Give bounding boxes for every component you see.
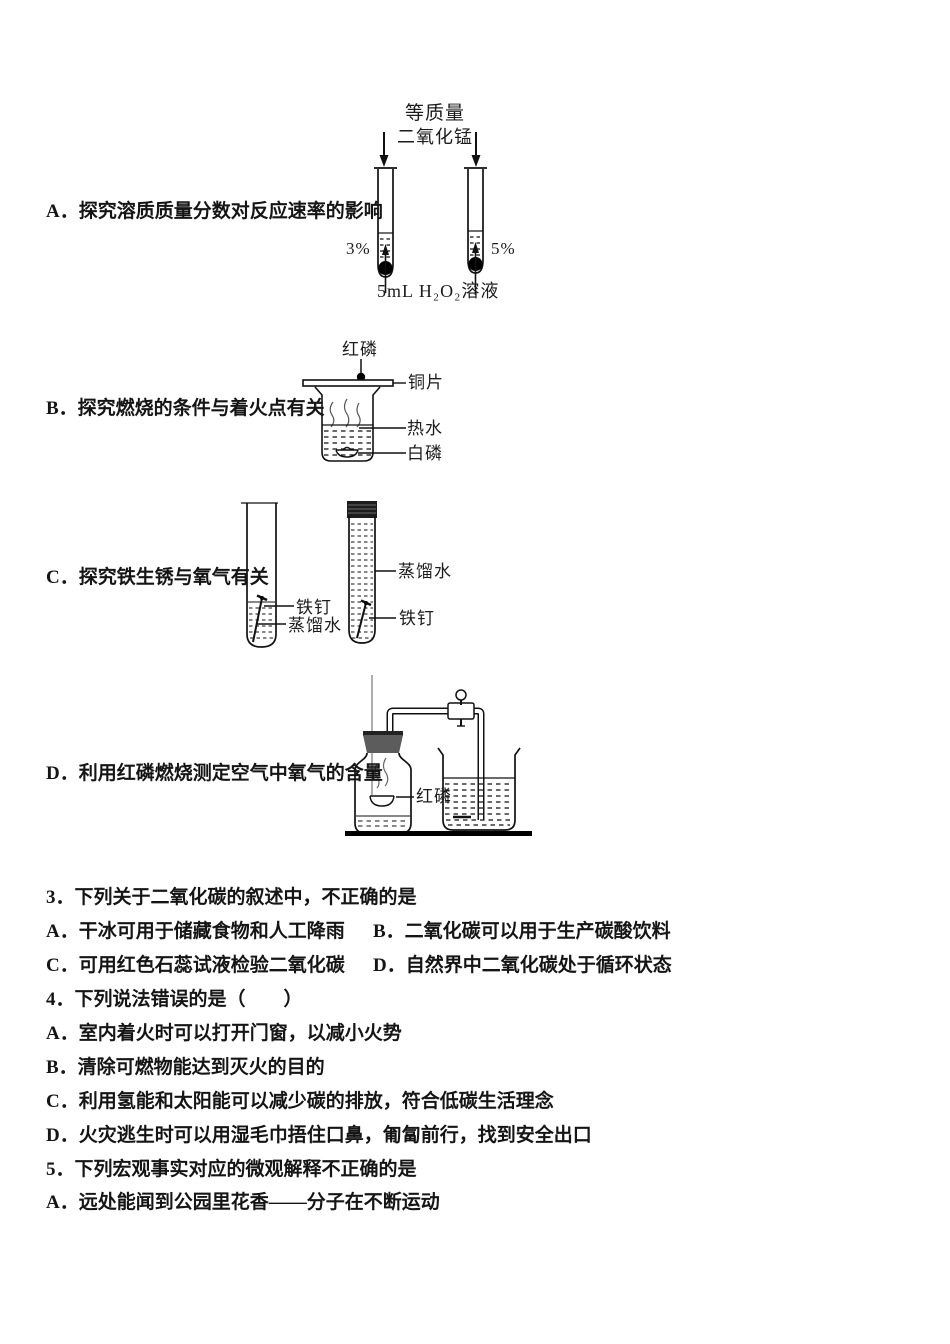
steam-wisps	[329, 398, 361, 428]
stop-valve-body	[447, 702, 475, 720]
open-test-tube	[241, 502, 278, 648]
bottle-stopper-top	[363, 731, 403, 736]
label-hot-water: 热水	[407, 419, 443, 438]
label-red-phosphorus-d: 红磷	[416, 787, 452, 806]
sealed-test-tube	[348, 516, 376, 644]
label-nail-left: 铁钉	[296, 598, 332, 617]
q3-option-c: C．可用红色石蕊试液检验二氧化碳	[46, 955, 345, 976]
q3-option-b: B．二氧化碳可以用于生产碳酸饮料	[373, 921, 671, 942]
pointer-head-left	[382, 244, 389, 255]
label-nail-right: 铁钉	[399, 609, 435, 628]
hot-water	[322, 424, 373, 456]
label-mno2: 二氧化锰	[397, 127, 473, 147]
experiment-b-diagram	[302, 359, 406, 462]
q2-option-c: C．探究铁生锈与氧气有关	[46, 567, 269, 588]
connecting-tube-inner	[388, 709, 483, 820]
beaker-water	[443, 777, 515, 826]
q4-option-a: A．室内着火时可以打开门窗，以减小火势	[46, 1023, 402, 1044]
beaker-d	[437, 747, 521, 831]
q3-option-d: D．自然界中二氧化碳处于循环状态	[373, 955, 672, 976]
arrow-head-right	[471, 155, 481, 167]
label-water-right: 蒸馏水	[398, 562, 452, 581]
q3-option-a: A．干冰可用于储藏食物和人工降雨	[46, 921, 345, 942]
label-copper-sheet: 铜片	[408, 373, 444, 392]
bottle-stopper	[363, 735, 403, 753]
q5-title: 5．下列宏观事实对应的微观解释不正确的是	[46, 1159, 417, 1180]
pointer-head-right	[472, 242, 479, 253]
experiment-d-diagram	[345, 675, 532, 836]
experiment-a-diagram	[374, 132, 487, 295]
label-water-left: 蒸馏水	[288, 616, 342, 635]
iron-nail-left	[252, 594, 268, 643]
copper-sheet	[302, 379, 394, 387]
experiment-c-diagram	[241, 501, 396, 648]
q4-option-d: D．火灾逃生时可以用湿毛巾捂住口鼻，匍匐前行，找到安全出口	[46, 1125, 592, 1146]
bench-line	[345, 831, 532, 836]
q5-option-a: A．远处能闻到公园里花香——分子在不断运动	[46, 1192, 440, 1213]
red-phosphorus-sample	[356, 372, 366, 382]
label-white-phosphorus: 白磷	[407, 444, 443, 463]
combustion-dish	[369, 795, 395, 807]
stop-valve-handle	[455, 689, 467, 701]
stopper-texture	[348, 504, 376, 514]
white-phosphorus-dish	[335, 446, 359, 458]
bottle-water	[356, 815, 410, 827]
label-5pct: 5%	[491, 239, 516, 258]
q4-option-c: C．利用氢能和太阳能可以减少碳的排放，符合低碳生活理念	[46, 1091, 554, 1112]
mno2-arrows	[383, 132, 477, 156]
label-h2o2-solution: 5mL H₂O₂溶液	[377, 281, 500, 301]
q4-title: 4．下列说法错误的是（ ）	[46, 989, 303, 1010]
arrow-head-left	[379, 155, 389, 167]
label-red-phosphorus-b: 红磷	[342, 340, 378, 359]
smoke-wisps	[374, 757, 389, 789]
label-3pct: 3%	[346, 239, 371, 258]
iron-nail-right	[356, 599, 372, 639]
q4-option-b: B．清除可燃物能达到灭火的目的	[46, 1057, 325, 1078]
q2-option-b: B．探究燃烧的条件与着火点有关	[46, 398, 325, 419]
q3-title: 3．下列关于二氧化碳的叙述中，不正确的是	[46, 887, 417, 908]
q2-option-d: D．利用红磷燃烧测定空气中氧气的含量	[46, 763, 383, 784]
q2-option-a: A．探究溶质质量分数对反应速率的影响	[46, 201, 383, 222]
label-equal-mass: 等质量	[404, 103, 465, 124]
beaker-b	[314, 386, 381, 462]
